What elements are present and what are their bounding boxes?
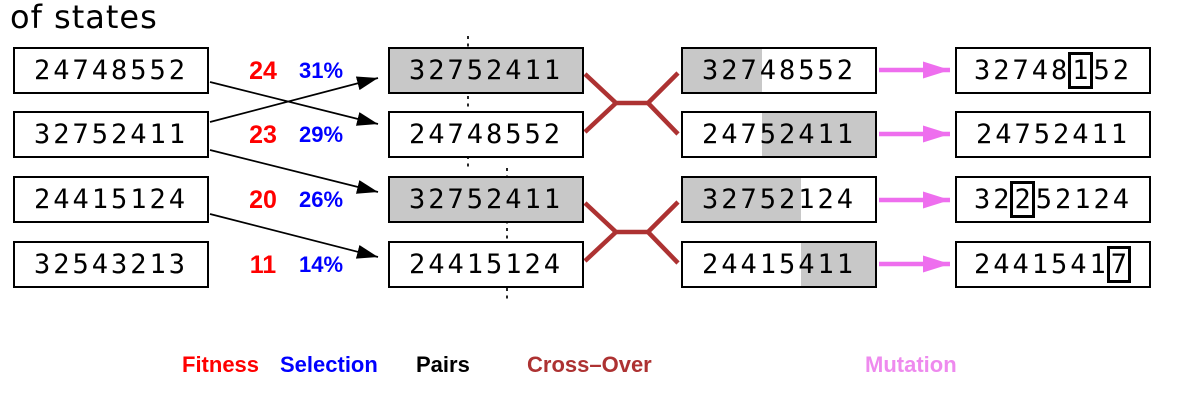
fitness-value: 20 (249, 186, 277, 214)
fitness-value: 11 (249, 251, 277, 279)
legend-fitness: Fitness (182, 352, 260, 377)
selection-value: 31% (298, 58, 344, 83)
inherited-segment (683, 49, 762, 92)
selection-value: 14% (298, 252, 344, 277)
fitness-value: 23 (249, 121, 277, 149)
page-title: of states (10, 0, 158, 36)
legend-mutation: Mutation (865, 352, 957, 377)
selection-value: 26% (298, 187, 344, 212)
inherited-segment (683, 178, 801, 221)
inherited-segment (761, 113, 875, 156)
crossover-connector (583, 71, 680, 136)
inherited-segment (801, 243, 875, 286)
fitness-value: 24 (249, 57, 277, 85)
legend-crossover: Cross–Over (527, 352, 652, 377)
selection-value: 29% (298, 122, 344, 147)
selection-arrow (209, 81, 379, 126)
legend-selection: Selection (280, 352, 378, 377)
legend-pairs: Pairs (416, 352, 470, 377)
crossover-connector (583, 200, 680, 265)
